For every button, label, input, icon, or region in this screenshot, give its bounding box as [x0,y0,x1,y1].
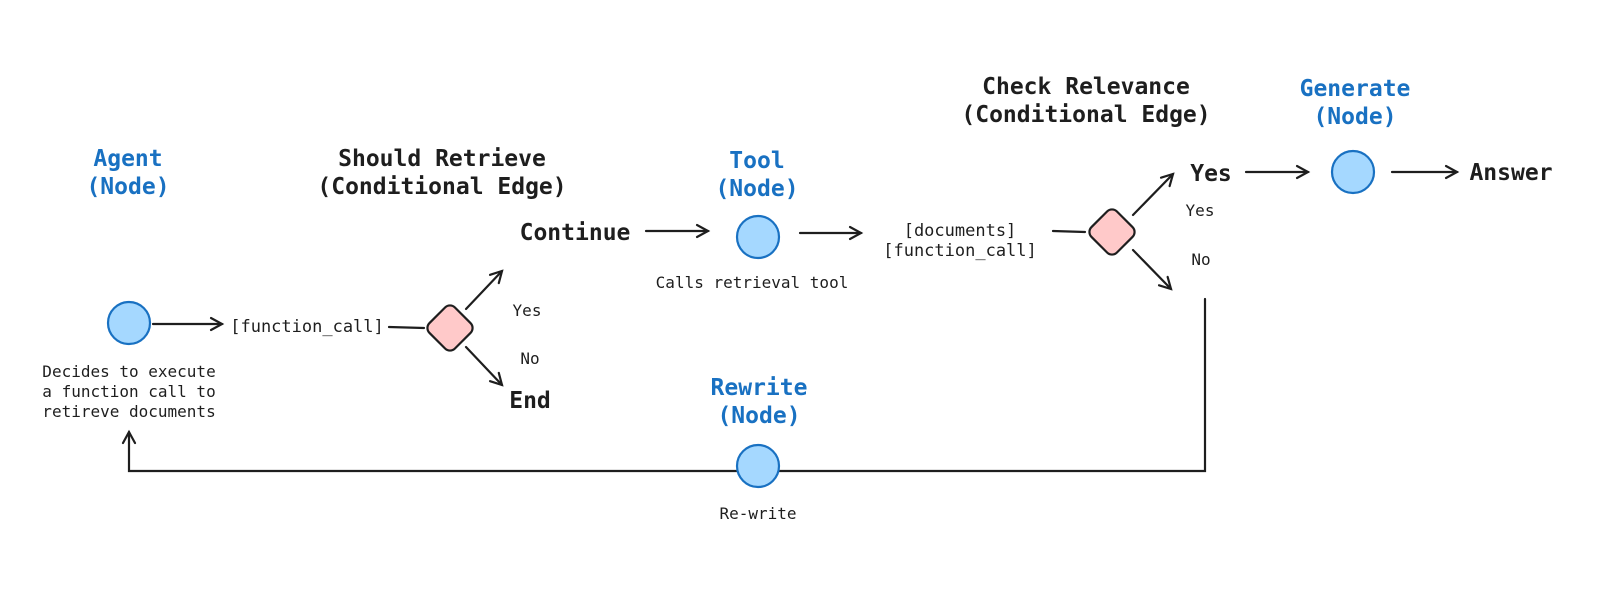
check-relevance-yes-label: Yes [1185,201,1215,220]
should-retrieve-yes-arrow [464,269,504,311]
should-retrieve-no-label: No [520,349,540,368]
agent-node-title: Agent (Node) [86,145,169,201]
documents-state-label: [documents] [function_call] [883,221,1037,261]
check-relevance-title: Check Relevance (Conditional Edge) [961,73,1210,129]
rewrite-title-line1: Rewrite [710,375,808,401]
agent-caption-line2: a function call to [42,382,216,401]
tool-caption: Calls retrieval tool [655,273,849,292]
generate-node-circle [1330,149,1376,195]
tool-node-title: Tool (Node) [715,147,798,203]
rewrite-title-line2: (Node) [717,403,801,429]
check-relevance-title-line1: Check Relevance [982,74,1190,100]
check-relevance-no-label: No [1191,250,1211,269]
end-label: End [509,388,551,414]
rewrite-node-circle [735,443,781,489]
check-relevance-yes-arrow [1131,172,1175,217]
documents-to-diamond-line [1051,229,1087,234]
documents-label-line2: [function_call] [883,241,1037,261]
loop-back-edge [121,297,1207,473]
should-retrieve-title: Should Retrieve (Conditional Edge) [317,145,566,201]
check-relevance-no-arrow [1131,248,1173,291]
should-retrieve-no-arrow [464,345,504,387]
continue-label: Continue [519,220,631,246]
check-relevance-title-line2: (Conditional Edge) [961,102,1211,128]
should-retrieve-diamond [426,304,474,352]
rewrite-caption: Re-write [719,504,797,523]
agent-node-circle [106,300,152,346]
tool-title-line1: Tool [729,148,785,174]
tool-node-circle [735,214,781,260]
agent-caption-line1: Decides to execute [42,362,216,381]
should-retrieve-title-line2: (Conditional Edge) [317,174,567,200]
tool-title-line2: (Node) [715,176,799,202]
rewrite-node-title: Rewrite (Node) [711,374,808,430]
agent-caption-line3: retireve documents [42,402,216,421]
check-relevance-diamond [1088,208,1136,256]
generate-title-line1: Generate [1299,76,1411,102]
generate-node-title: Generate (Node) [1300,75,1411,131]
answer-label: Answer [1469,160,1553,186]
should-retrieve-yes-label: Yes [512,301,542,320]
check-relevance-yes-target-label: Yes [1190,161,1232,187]
agent-caption: Decides to execute a function call to re… [42,362,215,422]
agent-title-line2: (Node) [86,174,170,200]
function-call-to-diamond-line [387,325,426,330]
documents-label-line1: [documents] [903,221,1017,241]
function-call-label: [function_call] [230,317,384,337]
should-retrieve-title-line1: Should Retrieve [338,146,546,172]
generate-title-line2: (Node) [1313,104,1397,130]
agent-title-line1: Agent [93,146,163,172]
